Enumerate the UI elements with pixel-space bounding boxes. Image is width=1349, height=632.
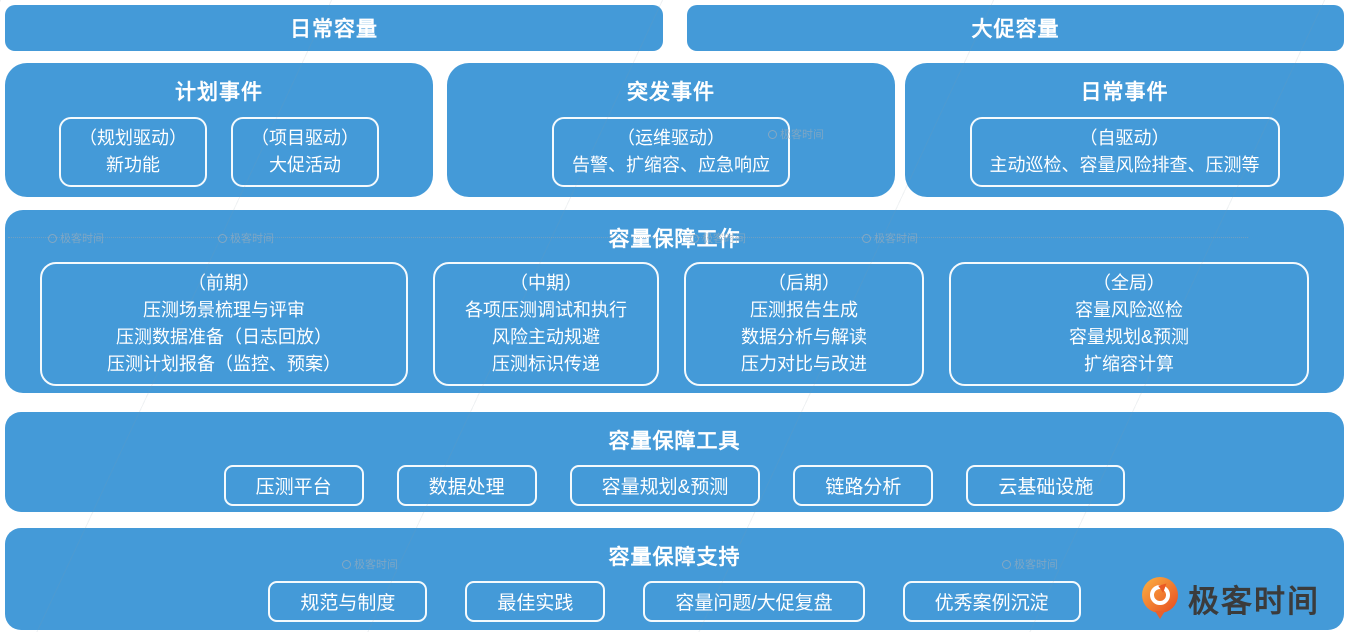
banner-daily-capacity-label: 日常容量 xyxy=(290,18,378,41)
event-item-project-driven: （项目驱动） 大促活动 xyxy=(231,117,379,187)
banner-daily-capacity: 日常容量 xyxy=(5,5,663,51)
support-chip-best-practices: 最佳实践 xyxy=(465,581,606,622)
event-group-daily: 日常事件 （自驱动） 主动巡检、容量风险排查、压测等 xyxy=(905,63,1344,197)
event-item-planning-driven: （规划驱动） 新功能 xyxy=(59,117,207,187)
phase-line: 压测标识传递 xyxy=(492,354,600,374)
tool-chip-capacity-planning-forecast: 容量规划&预测 xyxy=(569,465,761,506)
support-chip-review: 容量问题/大促复盘 xyxy=(643,581,865,622)
banner-promo-capacity-label: 大促容量 xyxy=(971,18,1060,41)
event-item-ops-driven: （运维驱动） 告警、扩缩容、应急响应 xyxy=(552,117,790,187)
support-chips: 规范与制度 最佳实践 容量问题/大促复盘 优秀案例沉淀 xyxy=(5,581,1344,622)
phase-box-early: （前期） 压测场景梳理与评审 压测数据准备（日志回放） 压测计划报备（监控、预案… xyxy=(40,262,408,386)
tool-chips: 压测平台 数据处理 容量规划&预测 链路分析 云基础设施 xyxy=(5,465,1344,506)
geektime-pin-icon xyxy=(1142,576,1180,621)
event-item-line1: （运维驱动） xyxy=(617,128,725,148)
support-chip-case-library: 优秀案例沉淀 xyxy=(902,581,1081,622)
event-item-self-driven: （自驱动） 主动巡检、容量风险排查、压测等 xyxy=(969,117,1280,187)
event-group-daily-items: （自驱动） 主动巡检、容量风险排查、压测等 xyxy=(905,117,1344,187)
phase-line: 数据分析与解读 xyxy=(741,327,867,347)
phase-boxes: （前期） 压测场景梳理与评审 压测数据准备（日志回放） 压测计划报备（监控、预案… xyxy=(5,262,1344,386)
banner-promo-capacity: 大促容量 xyxy=(687,5,1344,51)
event-item-line2: 新功能 xyxy=(106,155,160,175)
event-group-emergency-title: 突发事件 xyxy=(627,81,715,104)
section-assurance-work-title: 容量保障工作 xyxy=(608,228,741,251)
event-item-line2: 主动巡检、容量风险排查、压测等 xyxy=(989,155,1260,175)
phase-line: 容量规划&预测 xyxy=(1068,327,1189,347)
phase-box-late: （后期） 压测报告生成 数据分析与解读 压力对比与改进 xyxy=(684,262,924,386)
phase-line: 压测场景梳理与评审 xyxy=(143,300,305,320)
phase-line: （中期） xyxy=(510,273,582,293)
tool-chip-cloud-infrastructure: 云基础设施 xyxy=(966,465,1126,506)
event-group-emergency: 突发事件 （运维驱动） 告警、扩缩容、应急响应 xyxy=(447,63,895,197)
geektime-logo-text: 极客时间 xyxy=(1188,584,1320,619)
event-item-line2: 大促活动 xyxy=(269,155,341,175)
event-item-line1: （项目驱动） xyxy=(251,128,359,148)
event-group-emergency-items: （运维驱动） 告警、扩缩容、应急响应 xyxy=(447,117,895,187)
tool-chip-link-analysis: 链路分析 xyxy=(793,465,934,506)
section-assurance-tools: 容量保障工具 压测平台 数据处理 容量规划&预测 链路分析 云基础设施 xyxy=(5,412,1344,512)
event-group-planned-items: （规划驱动） 新功能 （项目驱动） 大促活动 xyxy=(5,117,433,187)
section-assurance-support: 容量保障支持 规范与制度 最佳实践 容量问题/大促复盘 优秀案例沉淀 极客时间 xyxy=(5,528,1344,630)
event-item-line2: 告警、扩缩容、应急响应 xyxy=(572,155,770,175)
phase-line: 风险主动规避 xyxy=(492,327,600,347)
section-assurance-tools-title: 容量保障工具 xyxy=(608,430,741,453)
phase-line: （后期） xyxy=(768,273,840,293)
phase-line: 压力对比与改进 xyxy=(741,354,867,374)
event-group-daily-title: 日常事件 xyxy=(1080,81,1169,104)
phase-line: （全局） xyxy=(1093,273,1165,293)
phase-line: 扩缩容计算 xyxy=(1084,354,1174,374)
phase-line: 压测计划报备（监控、预案） xyxy=(107,354,341,374)
tool-chip-pressure-test-platform: 压测平台 xyxy=(223,465,364,506)
phase-line: 压测数据准备（日志回放） xyxy=(116,327,332,347)
phase-line: 各项压测调试和执行 xyxy=(465,300,627,320)
phase-box-middle: （中期） 各项压测调试和执行 风险主动规避 压测标识传递 xyxy=(433,262,659,386)
event-group-planned-title: 计划事件 xyxy=(175,81,263,104)
support-chip-standards: 规范与制度 xyxy=(268,581,428,622)
event-item-line1: （规划驱动） xyxy=(79,128,187,148)
geektime-logo: 极客时间 xyxy=(1142,576,1320,621)
phase-box-global: （全局） 容量风险巡检 容量规划&预测 扩缩容计算 xyxy=(949,262,1309,386)
section-assurance-work: 容量保障工作 （前期） 压测场景梳理与评审 压测数据准备（日志回放） 压测计划报… xyxy=(5,210,1344,393)
phase-line: 压测报告生成 xyxy=(750,300,858,320)
event-item-line1: （自驱动） xyxy=(1079,128,1170,148)
tool-chip-data-processing: 数据处理 xyxy=(396,465,537,506)
section-assurance-support-title: 容量保障支持 xyxy=(608,546,741,569)
phase-line: （前期） xyxy=(188,273,260,293)
phase-line: 容量风险巡检 xyxy=(1075,300,1183,320)
event-group-planned: 计划事件 （规划驱动） 新功能 （项目驱动） 大促活动 xyxy=(5,63,433,197)
